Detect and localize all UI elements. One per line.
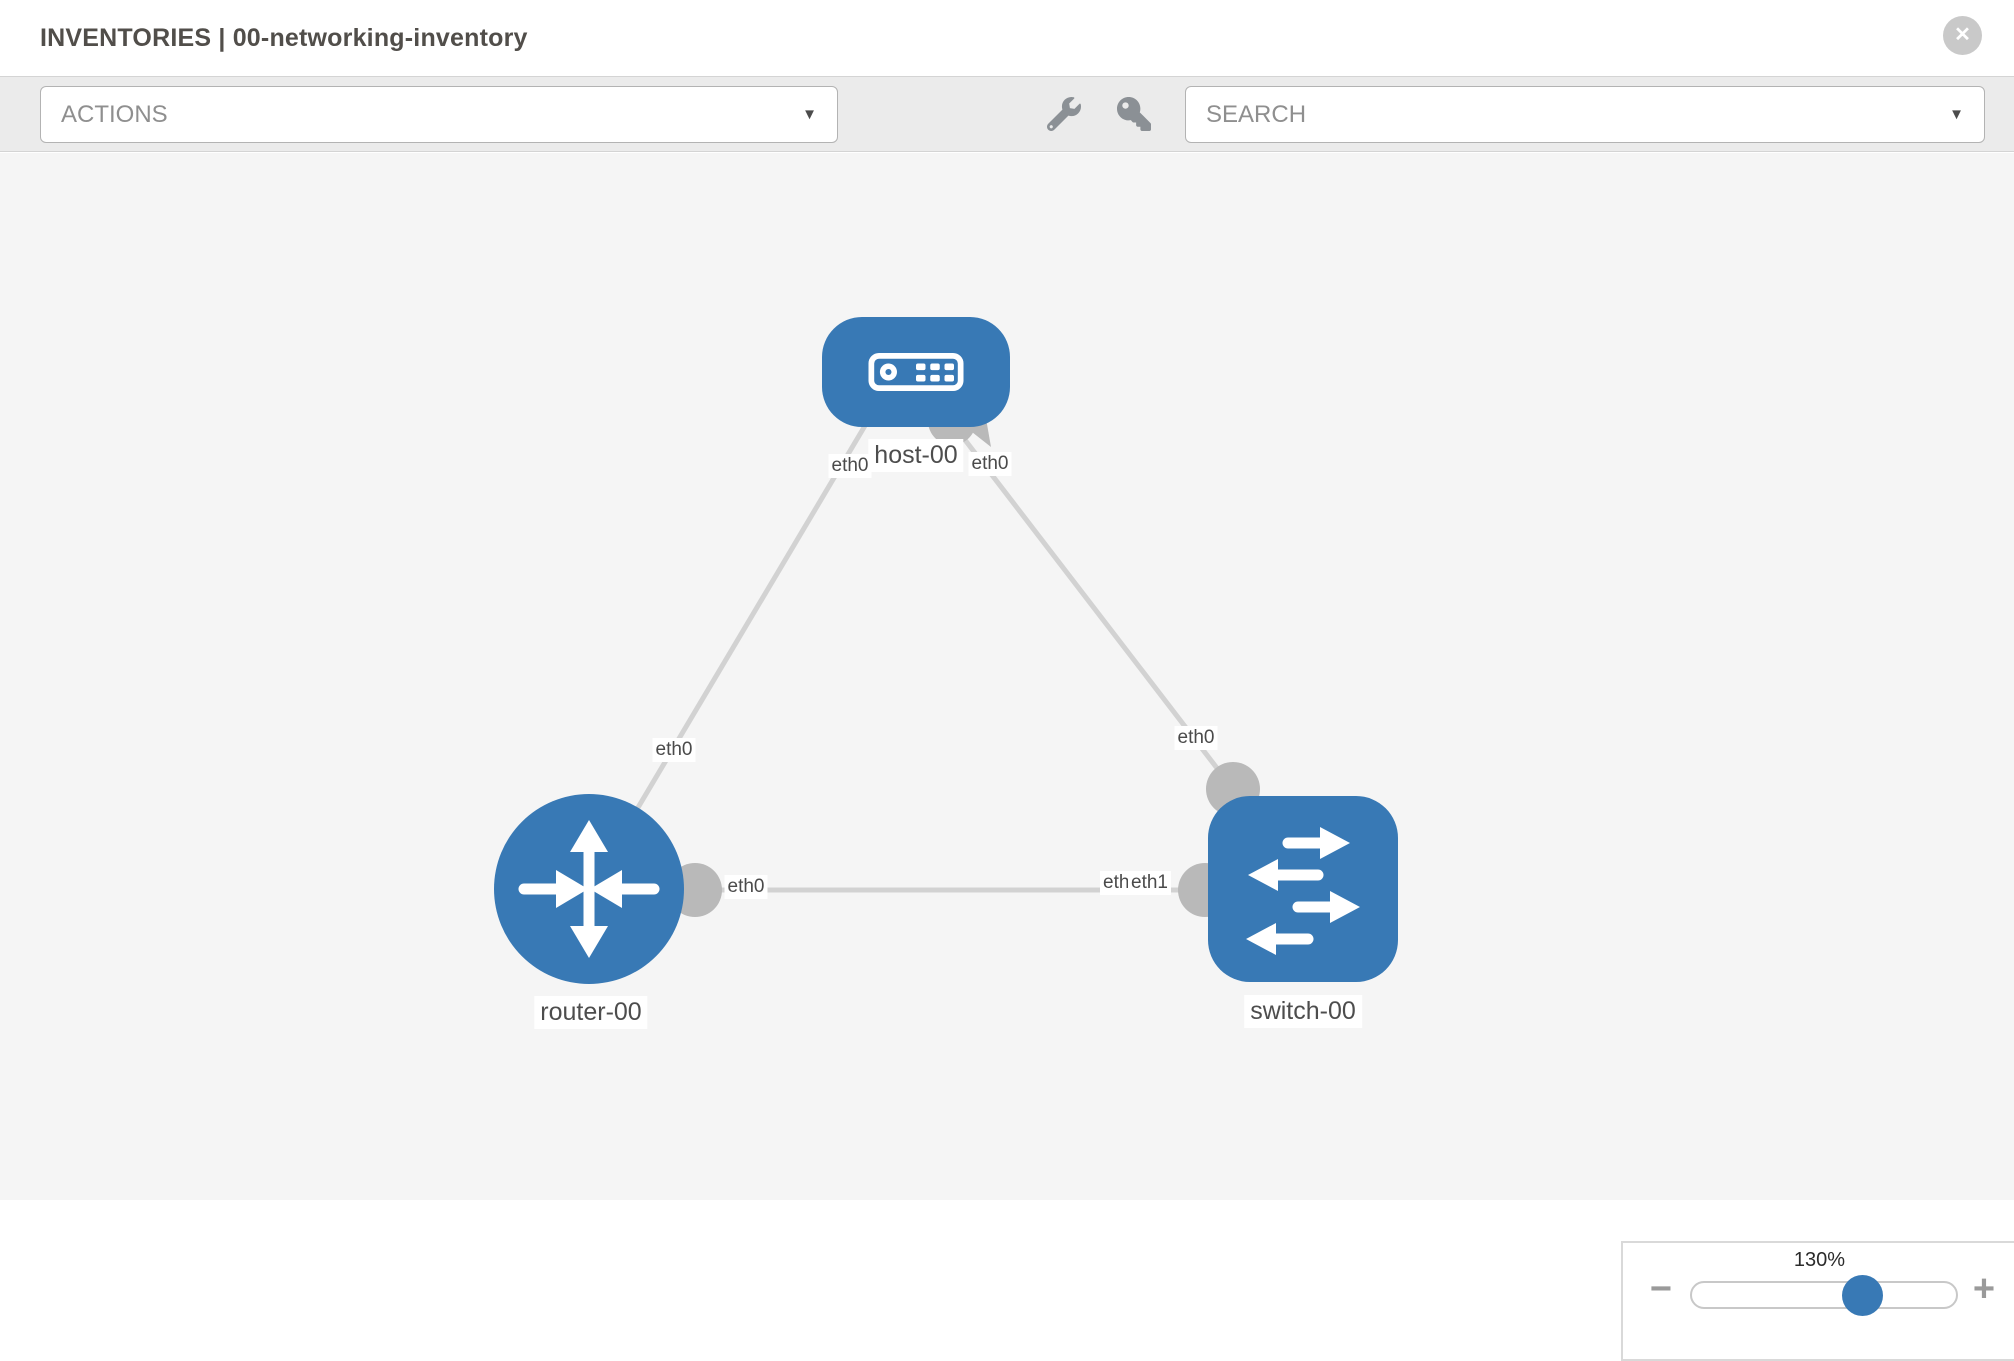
zoom-in-button[interactable]: + <box>1964 1267 2004 1311</box>
router-icon <box>518 820 660 958</box>
close-button[interactable]: ✕ <box>1943 16 1982 55</box>
credentials-button[interactable] <box>1112 92 1156 136</box>
interface-label: eth0 <box>1174 726 1218 750</box>
chevron-down-icon: ▼ <box>802 106 817 123</box>
interface-label: eth0 <box>724 875 768 899</box>
configure-button[interactable] <box>1042 92 1086 136</box>
close-icon: ✕ <box>1954 24 1971 46</box>
interface-label: eth1 <box>1128 871 1171 895</box>
interface-label: eth0 <box>828 454 872 478</box>
node-label-router: router-00 <box>534 996 648 1029</box>
switch-icon <box>1246 827 1360 955</box>
search-dropdown-label: SEARCH <box>1206 101 1307 128</box>
zoom-out-button[interactable]: − <box>1641 1267 1681 1311</box>
node-label-host: host-00 <box>868 439 964 472</box>
key-icon <box>1117 97 1151 131</box>
wrench-icon <box>1047 97 1081 131</box>
topology-links-layer <box>586 397 1303 917</box>
search-dropdown[interactable]: SEARCH ▼ <box>1185 86 1985 143</box>
node-router-00[interactable] <box>494 794 684 984</box>
page-header: INVENTORIES | 00-networking-inventory ✕ <box>0 0 2014 76</box>
zoom-slider-track[interactable] <box>1690 1281 1958 1309</box>
toolbar: ACTIONS ▼ SEARCH ▼ <box>0 76 2014 152</box>
chevron-down-icon: ▼ <box>1949 106 1964 123</box>
zoom-slider-handle[interactable] <box>1842 1275 1883 1316</box>
zoom-control-panel: 130% − + <box>1621 1241 2014 1361</box>
plus-icon: + <box>1972 1268 1996 1310</box>
node-host-00[interactable] <box>822 317 1010 427</box>
host-icon <box>868 353 964 391</box>
interface-label: eth0 <box>968 452 1012 476</box>
node-label-switch: switch-00 <box>1244 995 1362 1028</box>
topology-canvas[interactable]: host-00 router-00 switch-00 eth0 eth0 et… <box>0 153 2014 1361</box>
minus-icon: − <box>1649 1268 1673 1310</box>
node-switch-00[interactable] <box>1208 796 1398 982</box>
actions-dropdown[interactable]: ACTIONS ▼ <box>40 86 838 143</box>
actions-dropdown-label: ACTIONS <box>61 101 168 128</box>
interface-label: eth0 <box>652 738 696 762</box>
zoom-level-label: 130% <box>1793 1249 1846 1271</box>
page-title: INVENTORIES | 00-networking-inventory <box>40 24 528 52</box>
